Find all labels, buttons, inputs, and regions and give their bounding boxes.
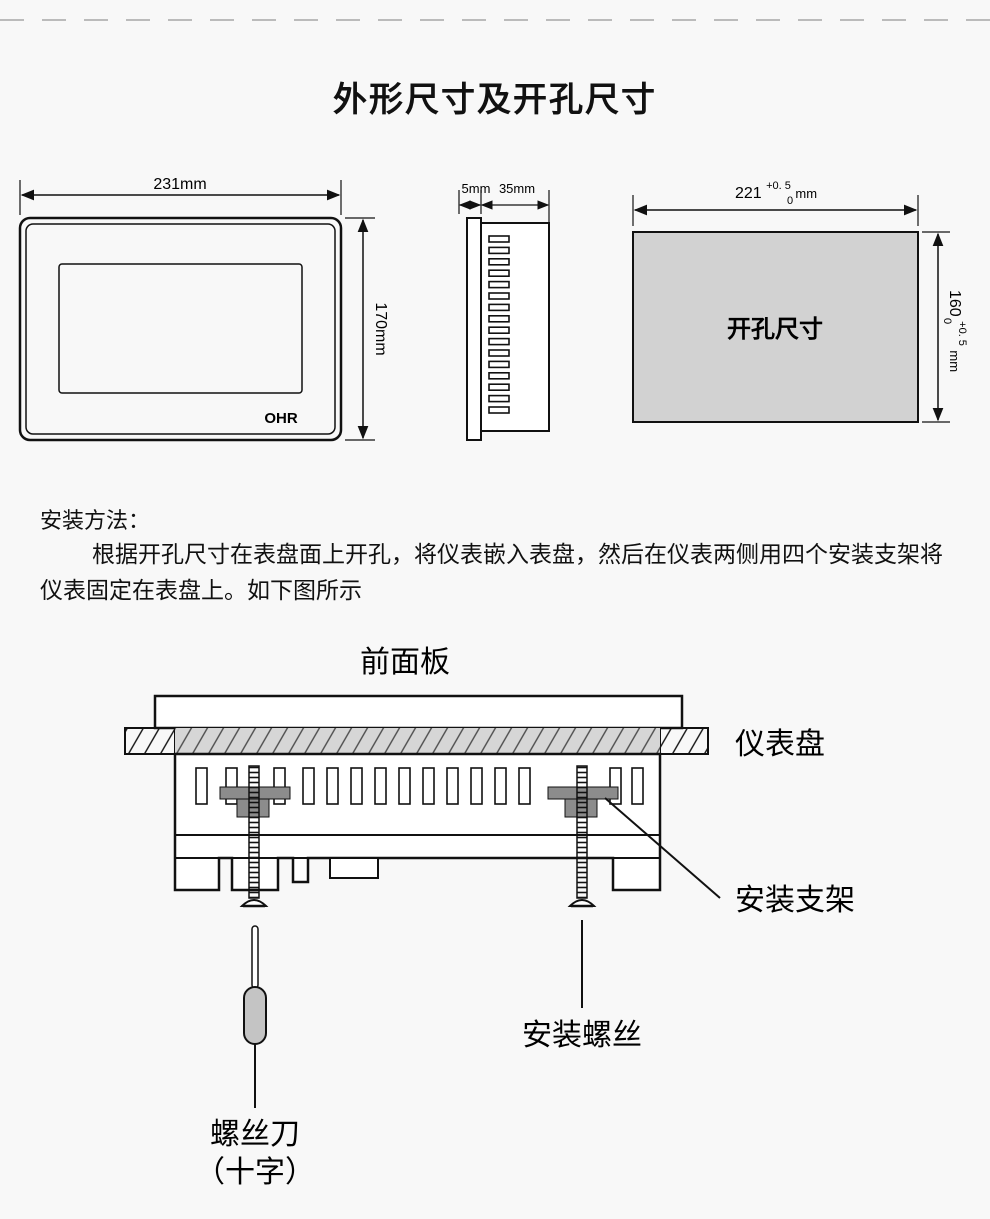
screwdriver-type-label: （十字） <box>195 1155 315 1190</box>
cutout-width-label: 221 +0. 5 mm <box>735 176 817 202</box>
side-vent-slot <box>488 303 510 312</box>
screwdriver-label: 螺丝刀 <box>210 1117 300 1152</box>
vent-slot <box>494 767 507 805</box>
cutout-height-unit: mm <box>947 350 962 372</box>
page-title: 外形尺寸及开孔尺寸 <box>333 80 657 120</box>
connector-block <box>329 857 379 879</box>
side-vent-slot <box>488 292 510 300</box>
cutout-view: 221 +0. 5 mm 0 开孔尺寸 160 +0. 5 mm 0 <box>632 176 972 423</box>
screw-label: 安装螺丝 <box>522 1018 642 1053</box>
top-dashed-line <box>0 19 990 21</box>
side-vent-slot <box>488 360 510 369</box>
cutout-height-tol-lower: 0 <box>941 318 953 324</box>
vent-slot <box>422 767 435 805</box>
screw-left <box>239 765 269 908</box>
screwdriver <box>243 925 267 1108</box>
side-body-depth-label: 35mm <box>499 181 535 196</box>
dimension-drawings: 231mm OHR 170mm 5mm 35mm 221 +0. 5 mm 0 <box>18 176 972 442</box>
meter-panel-left <box>124 727 176 755</box>
screw-right <box>567 765 597 908</box>
side-vent-slot <box>488 246 510 255</box>
cutout-height-base: 160 <box>946 290 963 317</box>
front-logo: OHR <box>264 410 298 427</box>
side-vent-slot <box>488 337 510 346</box>
cutout-height-label: 160 +0. 5 mm <box>946 290 972 372</box>
vent-slot <box>326 767 339 805</box>
side-vent-slot <box>488 258 510 266</box>
vent-slot <box>609 767 622 805</box>
vent-slot <box>302 767 315 805</box>
cutout-width-base: 221 <box>735 185 762 202</box>
bracket-label: 安装支架 <box>735 883 855 918</box>
vent-slot <box>446 767 459 805</box>
cutout-area <box>632 231 919 423</box>
vent-slot <box>470 767 483 805</box>
front-panel <box>153 694 684 730</box>
install-method-body: 根据开孔尺寸在表盘面上开孔，将仪表嵌入表盘，然后在仪表两侧用四个安装支架将仪表固… <box>40 542 943 604</box>
cutout-height-tol-upper: +0. 5 <box>956 321 968 346</box>
front-height-label: 170mm <box>372 302 389 355</box>
side-vent-slot <box>488 372 510 380</box>
vent-slot <box>195 767 208 805</box>
front-screen <box>58 263 303 394</box>
side-front-depth-label: 5mm <box>462 181 491 196</box>
vent-slot <box>631 767 644 805</box>
side-vent-slot <box>488 349 510 357</box>
cutout-width-tol-lower: 0 <box>787 195 793 207</box>
vent-slot <box>374 767 387 805</box>
install-method-heading: 安装方法： <box>40 509 151 534</box>
side-vent-slot <box>488 406 510 414</box>
meter-panel-label: 仪表盘 <box>735 727 825 762</box>
front-width-label: 231mm <box>153 176 206 193</box>
front-panel-inner <box>25 223 336 435</box>
vent-slot <box>398 767 411 805</box>
front-panel-outer <box>18 216 343 442</box>
side-vent-slot <box>488 394 510 403</box>
side-front-plate <box>466 217 482 441</box>
vent-slot <box>273 767 286 805</box>
side-vent-slot <box>488 269 510 277</box>
vent-slot <box>350 767 363 805</box>
vent-slot <box>518 767 531 805</box>
side-vent-slot <box>488 326 510 334</box>
side-vent-slot <box>488 315 510 323</box>
side-vents <box>488 235 510 414</box>
bracket-leader <box>604 797 721 899</box>
cutout-width-unit: mm <box>795 186 817 201</box>
cutout-center-label: 开孔尺寸 <box>727 315 823 343</box>
side-vent-slot <box>488 235 510 243</box>
front-view: 231mm OHR 170mm <box>18 176 389 442</box>
side-vent-slot <box>488 280 510 289</box>
cutout-width-tol-upper: +0. 5 <box>766 180 791 192</box>
side-view: 5mm 35mm <box>458 181 550 441</box>
front-panel-label: 前面板 <box>360 645 450 680</box>
vent-slot <box>225 767 238 805</box>
side-vent-slot <box>488 383 510 391</box>
meter-panel-right <box>659 727 709 755</box>
body-vents <box>195 767 644 805</box>
install-diagram: 前面板 仪表盘 螺丝刀 （十字） 安装支架 安装螺丝 <box>124 645 855 1190</box>
